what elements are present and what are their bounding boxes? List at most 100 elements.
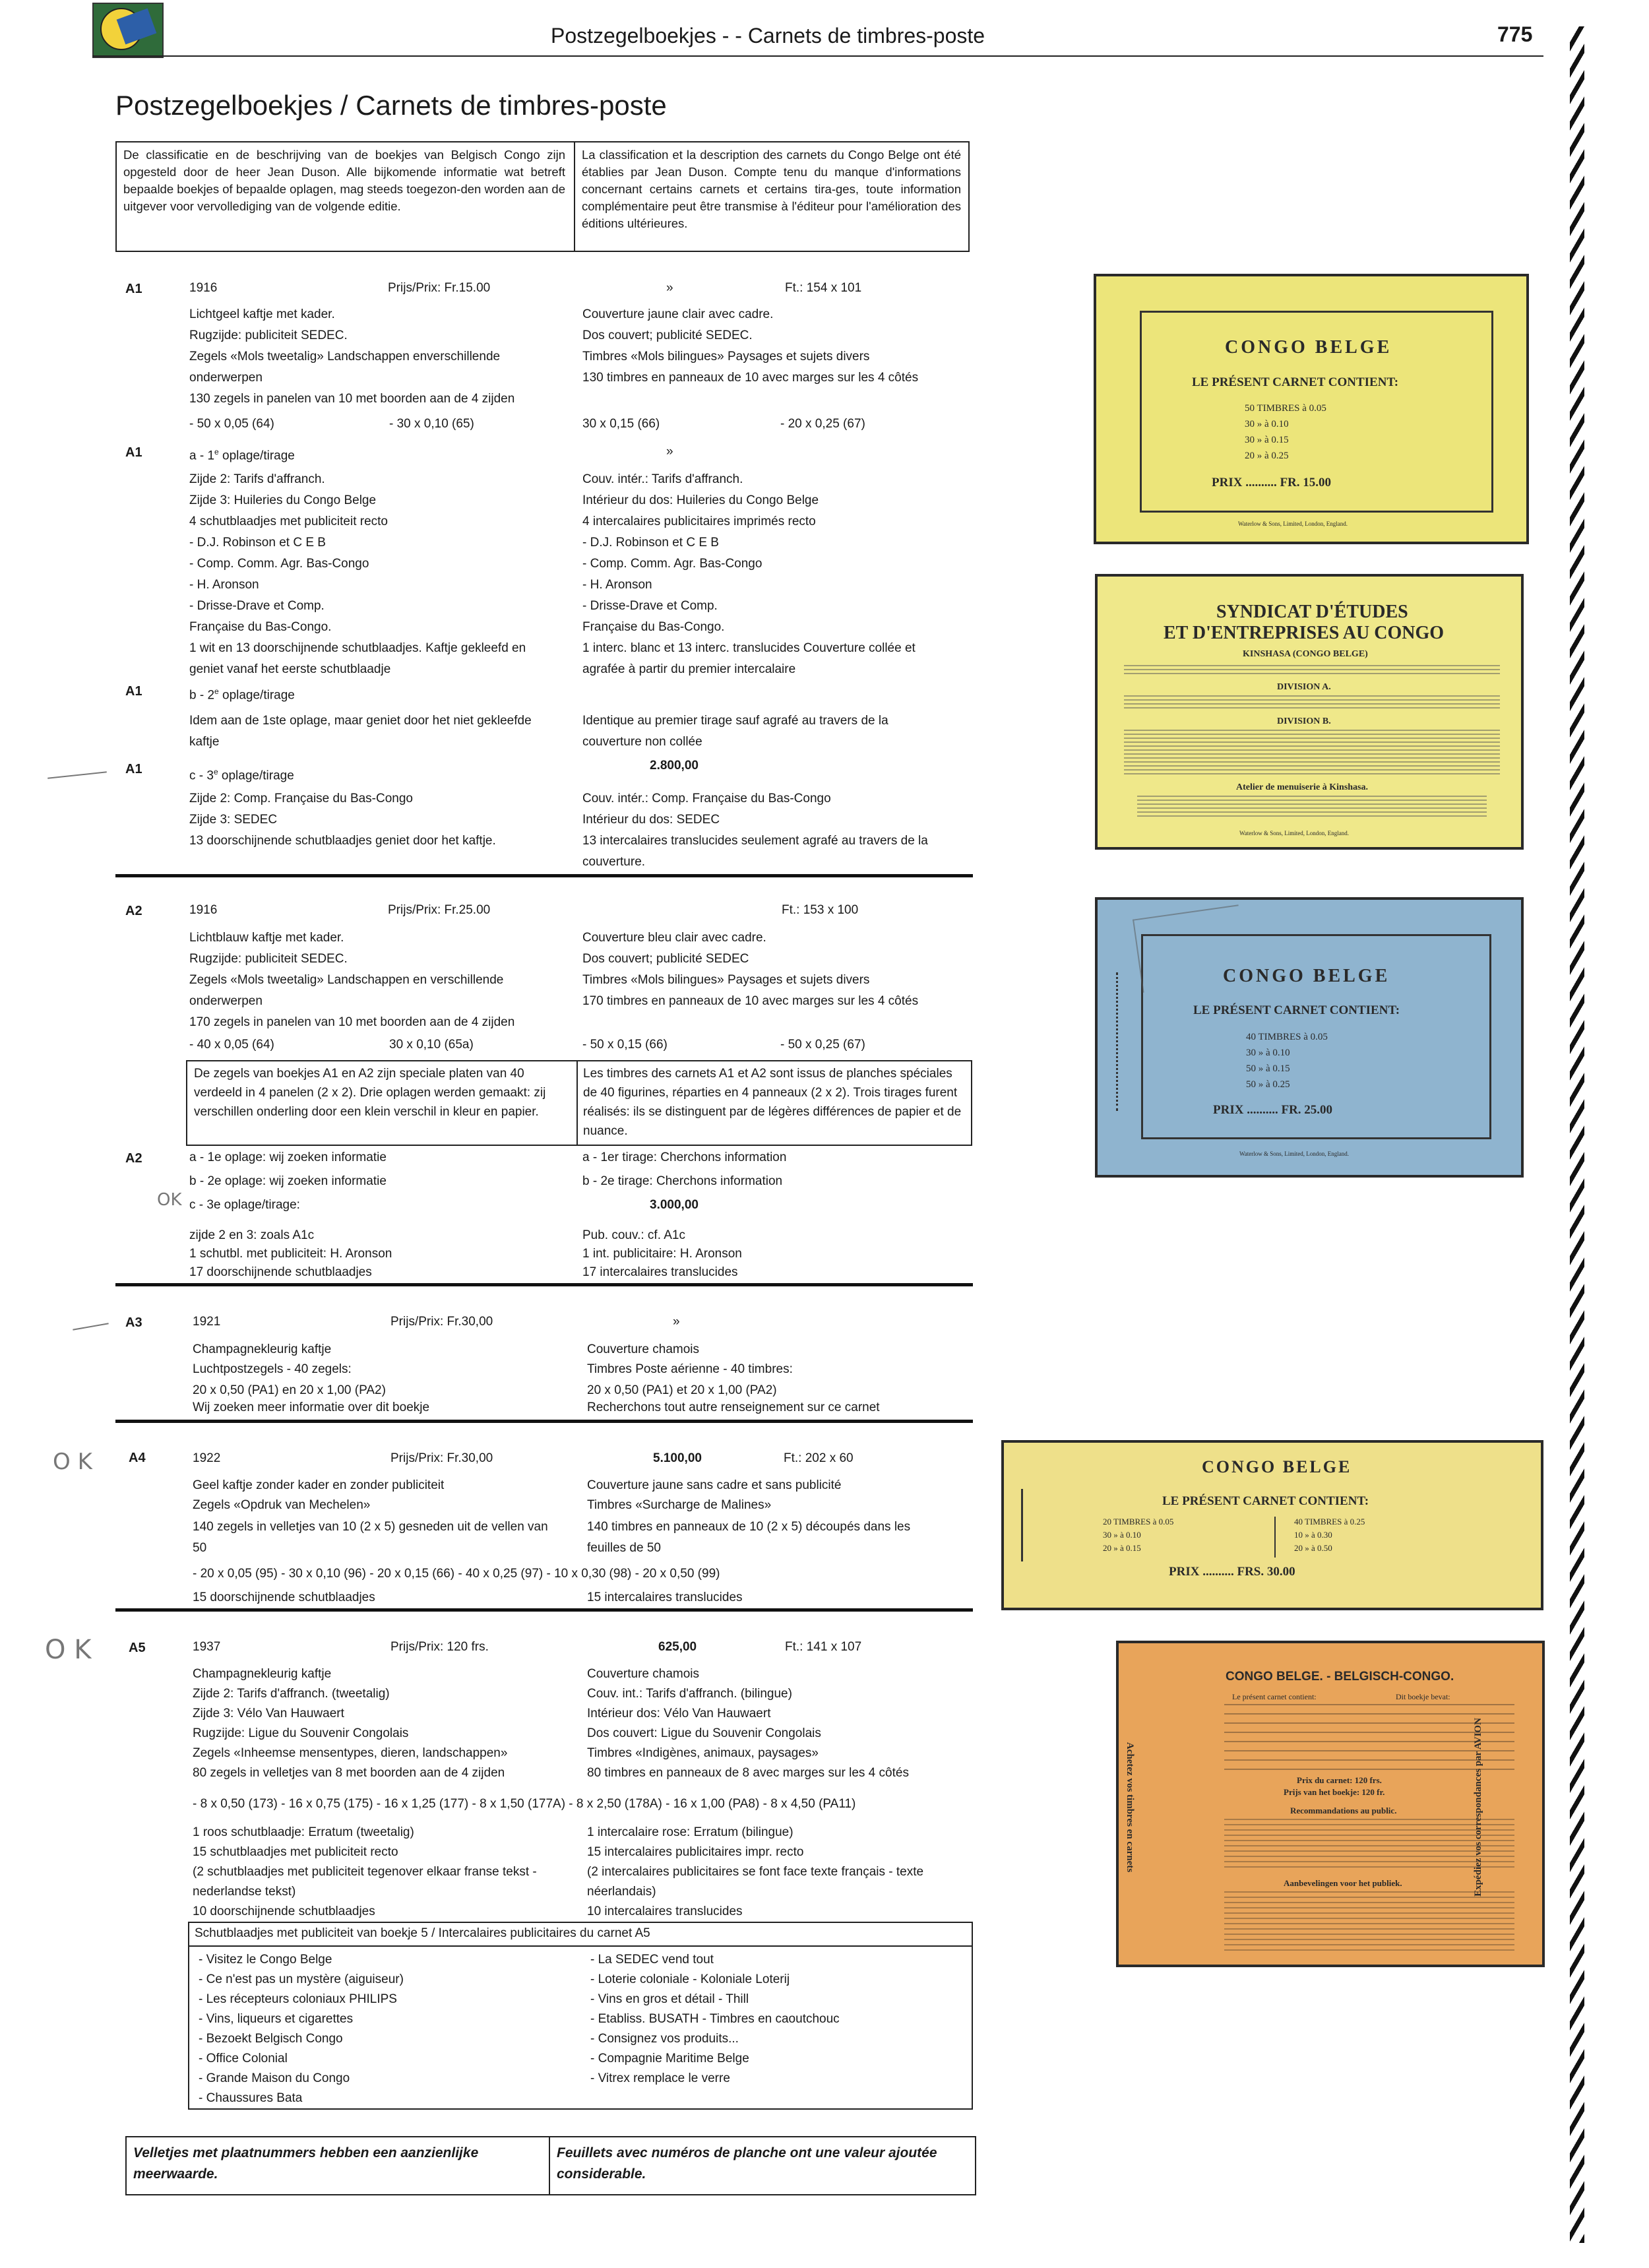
booklet-line: 40 TIMBRES à 0.25 [1294, 1517, 1365, 1527]
a2c-nl-0: zijde 2 en 3: zoals A1c [189, 1228, 315, 1242]
a4-stamps: - 20 x 0,05 (95) - 30 x 0,10 (96) - 20 x… [193, 1567, 720, 1581]
a2-stamp-0: - 40 x 0,05 (64) [189, 1038, 274, 1052]
booklet-line: 30 » à 0.10 [1245, 419, 1289, 429]
item-code: A2 [125, 904, 142, 918]
a1c-nl-0: Zijde 2: Comp. Française du Bas-Congo [189, 792, 413, 805]
publicity-title-rule [189, 1945, 972, 1947]
section-divider [115, 1420, 973, 1423]
booklet-line: 20 » à 0.25 [1245, 451, 1289, 461]
note-divider [576, 1061, 578, 1145]
a1-nl-1: Rugzijde: publiciteit SEDEC. [189, 329, 348, 342]
a1a-nl-1: Zijde 3: Huileries du Congo Belge [189, 493, 377, 507]
a2c-fr-0: Pub. couv.: cf. A1c [582, 1228, 685, 1242]
item-price: Prijs/Prix: Fr.30,00 [390, 1315, 493, 1329]
a1-stamp-3: - 20 x 0,25 (67) [780, 417, 865, 431]
booklet-subtitle: LE PRÉSENT CARNET CONTIENT: [1192, 375, 1399, 389]
booklet-price: Prijs van het boekje: 120 fr. [1284, 1787, 1385, 1797]
a4-fr-1: Timbres «Surcharge de Malines» [587, 1498, 772, 1512]
booklet-side-label: Achetez vos timbres en carnets [1125, 1742, 1136, 1873]
a1a-fr-1: Intérieur du dos: Huileries du Congo Bel… [582, 493, 819, 507]
a5-nl2-0: 1 roos schutblaadje: Erratum (tweetalig) [193, 1825, 414, 1839]
item-year: 1916 [189, 903, 218, 917]
booklet-line: 50 » à 0.15 [1246, 1063, 1290, 1074]
booklet-text-block [1124, 695, 1500, 711]
booklet-line: 50 TIMBRES à 0.05 [1245, 403, 1326, 414]
booklet-line: 20 » à 0.15 [1103, 1543, 1141, 1553]
booklet-line: 40 TIMBRES à 0.05 [1246, 1032, 1328, 1042]
a1a-nl-6: - Drisse-Drave et Comp. [189, 599, 325, 613]
a3-fr-2: 20 x 0,50 (PA1) et 20 x 1,00 (PA2) [587, 1383, 777, 1397]
pub-right-1: - Loterie coloniale - Koloniale Loterij [590, 1972, 790, 1986]
a5-fr-0: Couverture chamois [587, 1667, 700, 1681]
a4-nl-0: Geel kaftje zonder kader en zonder publi… [193, 1478, 445, 1492]
item-code: A5 [129, 1641, 146, 1655]
a2-stamp-3: - 50 x 0,25 (67) [780, 1038, 865, 1052]
header-title: Postzegelboekjes - - Carnets de timbres-… [551, 24, 985, 47]
a2c-nl-1: 1 schutbl. met publiciteit: H. Aronson [189, 1247, 392, 1261]
a1b-fr-1: couverture non collée [582, 735, 702, 749]
booklet-title: CONGO BELGE [1202, 1457, 1352, 1476]
booklet-line: 30 » à 0.10 [1103, 1530, 1141, 1540]
booklet-a1-back-image: SYNDICAT D'ÉTUDES ET D'ENTREPRISES AU CO… [1095, 574, 1524, 850]
a2-row-fr-0: a - 1er tirage: Cherchons information [582, 1150, 787, 1164]
booklet-side-text: Achetez vos timbres en carnets [1125, 1663, 1203, 1953]
a4-nl-2: 140 zegels in velletjes van 10 (2 x 5) g… [193, 1520, 548, 1534]
a5-stamps: - 8 x 0,50 (173) - 16 x 0,75 (175) - 16 … [193, 1797, 856, 1811]
a2-row-2: c - 3e oplage/tirage: [189, 1198, 300, 1212]
a2-row-0: a - 1e oplage: wij zoeken informatie [189, 1150, 387, 1164]
booklet-title: ET D'ENTREPRISES AU CONGO [1164, 623, 1445, 643]
item-price: Prijs/Prix: Fr.30,00 [390, 1451, 493, 1465]
a3-fr-1: Timbres Poste aérienne - 40 timbres: [587, 1362, 793, 1376]
item-code: A1 [125, 762, 142, 776]
a1-nl-0: Lichtgeel kaftje met kader. [189, 307, 335, 321]
booklet-staple [1021, 1489, 1025, 1561]
booklet-text-block [1224, 1819, 1514, 1872]
a1-fr-0: Couverture jaune clair avec cadre. [582, 307, 774, 321]
pub-right-6: - Vitrex remplace le verre [590, 2071, 730, 2085]
a5-nl2-1: 15 schutblaadjes met publiciteit recto [193, 1845, 398, 1859]
a1-nl-2: Zegels «Mols tweetalig» Landschappen env… [189, 350, 501, 363]
item-code: A2 [125, 1151, 142, 1166]
a2-fr-1: Dos couvert; publicité SEDEC [582, 952, 749, 966]
pencil-mark-line [73, 1323, 109, 1331]
booklet-text-block [1137, 796, 1487, 819]
a1a-label: a - 1e oplage/tirage [189, 447, 295, 463]
pub-left-7: - Chaussures Bata [199, 2091, 303, 2105]
a1c-label: c - 3e oplage/tirage [189, 767, 294, 783]
booklet-heading: Aanbevelingen voor het publiek. [1284, 1878, 1402, 1888]
booklet-line: 50 » à 0.25 [1246, 1079, 1290, 1090]
pencil-mark-line [47, 771, 107, 779]
booklet-line: 30 » à 0.15 [1245, 435, 1289, 445]
booklet-title: CONGO BELGE [1223, 966, 1390, 986]
booklet-frame [1141, 934, 1491, 1139]
item-price: Prijs/Prix: Fr.25.00 [388, 903, 491, 917]
a2c-fr-1: 1 int. publicitaire: H. Aronson [582, 1247, 742, 1261]
a1-stamp-1: - 30 x 0,10 (65) [389, 417, 474, 431]
item-year: 1916 [189, 281, 218, 295]
a1-stamp-2: 30 x 0,15 (66) [582, 417, 660, 431]
note-nl: De zegels van boekjes A1 en A2 zijn spec… [194, 1067, 546, 1119]
booklet-a5-cover-image: CONGO BELGE. - BELGISCH-CONGO. Achetez v… [1116, 1641, 1545, 1967]
a1-nl-3: onderwerpen [189, 371, 263, 385]
a4-end-nl: 15 doorschijnende schutblaadjes [193, 1591, 375, 1604]
a2c-nl-2: 17 doorschijnende schutblaadjes [189, 1265, 372, 1279]
a2c-fr-2: 17 intercalaires translucides [582, 1265, 738, 1279]
a2-value: 3.000,00 [650, 1198, 699, 1212]
pub-left-2: - Les récepteurs coloniaux PHILIPS [199, 1992, 397, 2006]
a5-nl-4: Zegels «Inheemse mensentypes, dieren, la… [193, 1746, 508, 1760]
booklet-price: Prix du carnet: 120 frs. [1297, 1775, 1382, 1785]
a2-nl-4: 170 zegels in panelen van 10 met boorden… [189, 1015, 515, 1029]
a5-nl-0: Champagnekleurig kaftje [193, 1667, 332, 1681]
item-code: A1 [125, 282, 142, 296]
a1-stamp-0: - 50 x 0,05 (64) [189, 417, 274, 431]
a1a-fr-3: - D.J. Robinson et C E B [582, 536, 719, 550]
booklet-subtitle: LE PRÉSENT CARNET CONTIENT: [1162, 1494, 1369, 1508]
item-mark: » [666, 281, 673, 295]
booklet-table [1224, 1704, 1514, 1770]
item-mark: » [666, 445, 673, 458]
edge-stripe [1570, 26, 1584, 2243]
footer-note-box: Velletjes met plaatnummers hebben een aa… [125, 2136, 976, 2195]
booklet-fine-print: Waterlow & Sons, Limited, London, Englan… [1239, 830, 1350, 836]
a1-nl-4: 130 zegels in panelen van 10 met boorden… [189, 392, 515, 406]
a1a-fr-5: - H. Aronson [582, 578, 652, 592]
